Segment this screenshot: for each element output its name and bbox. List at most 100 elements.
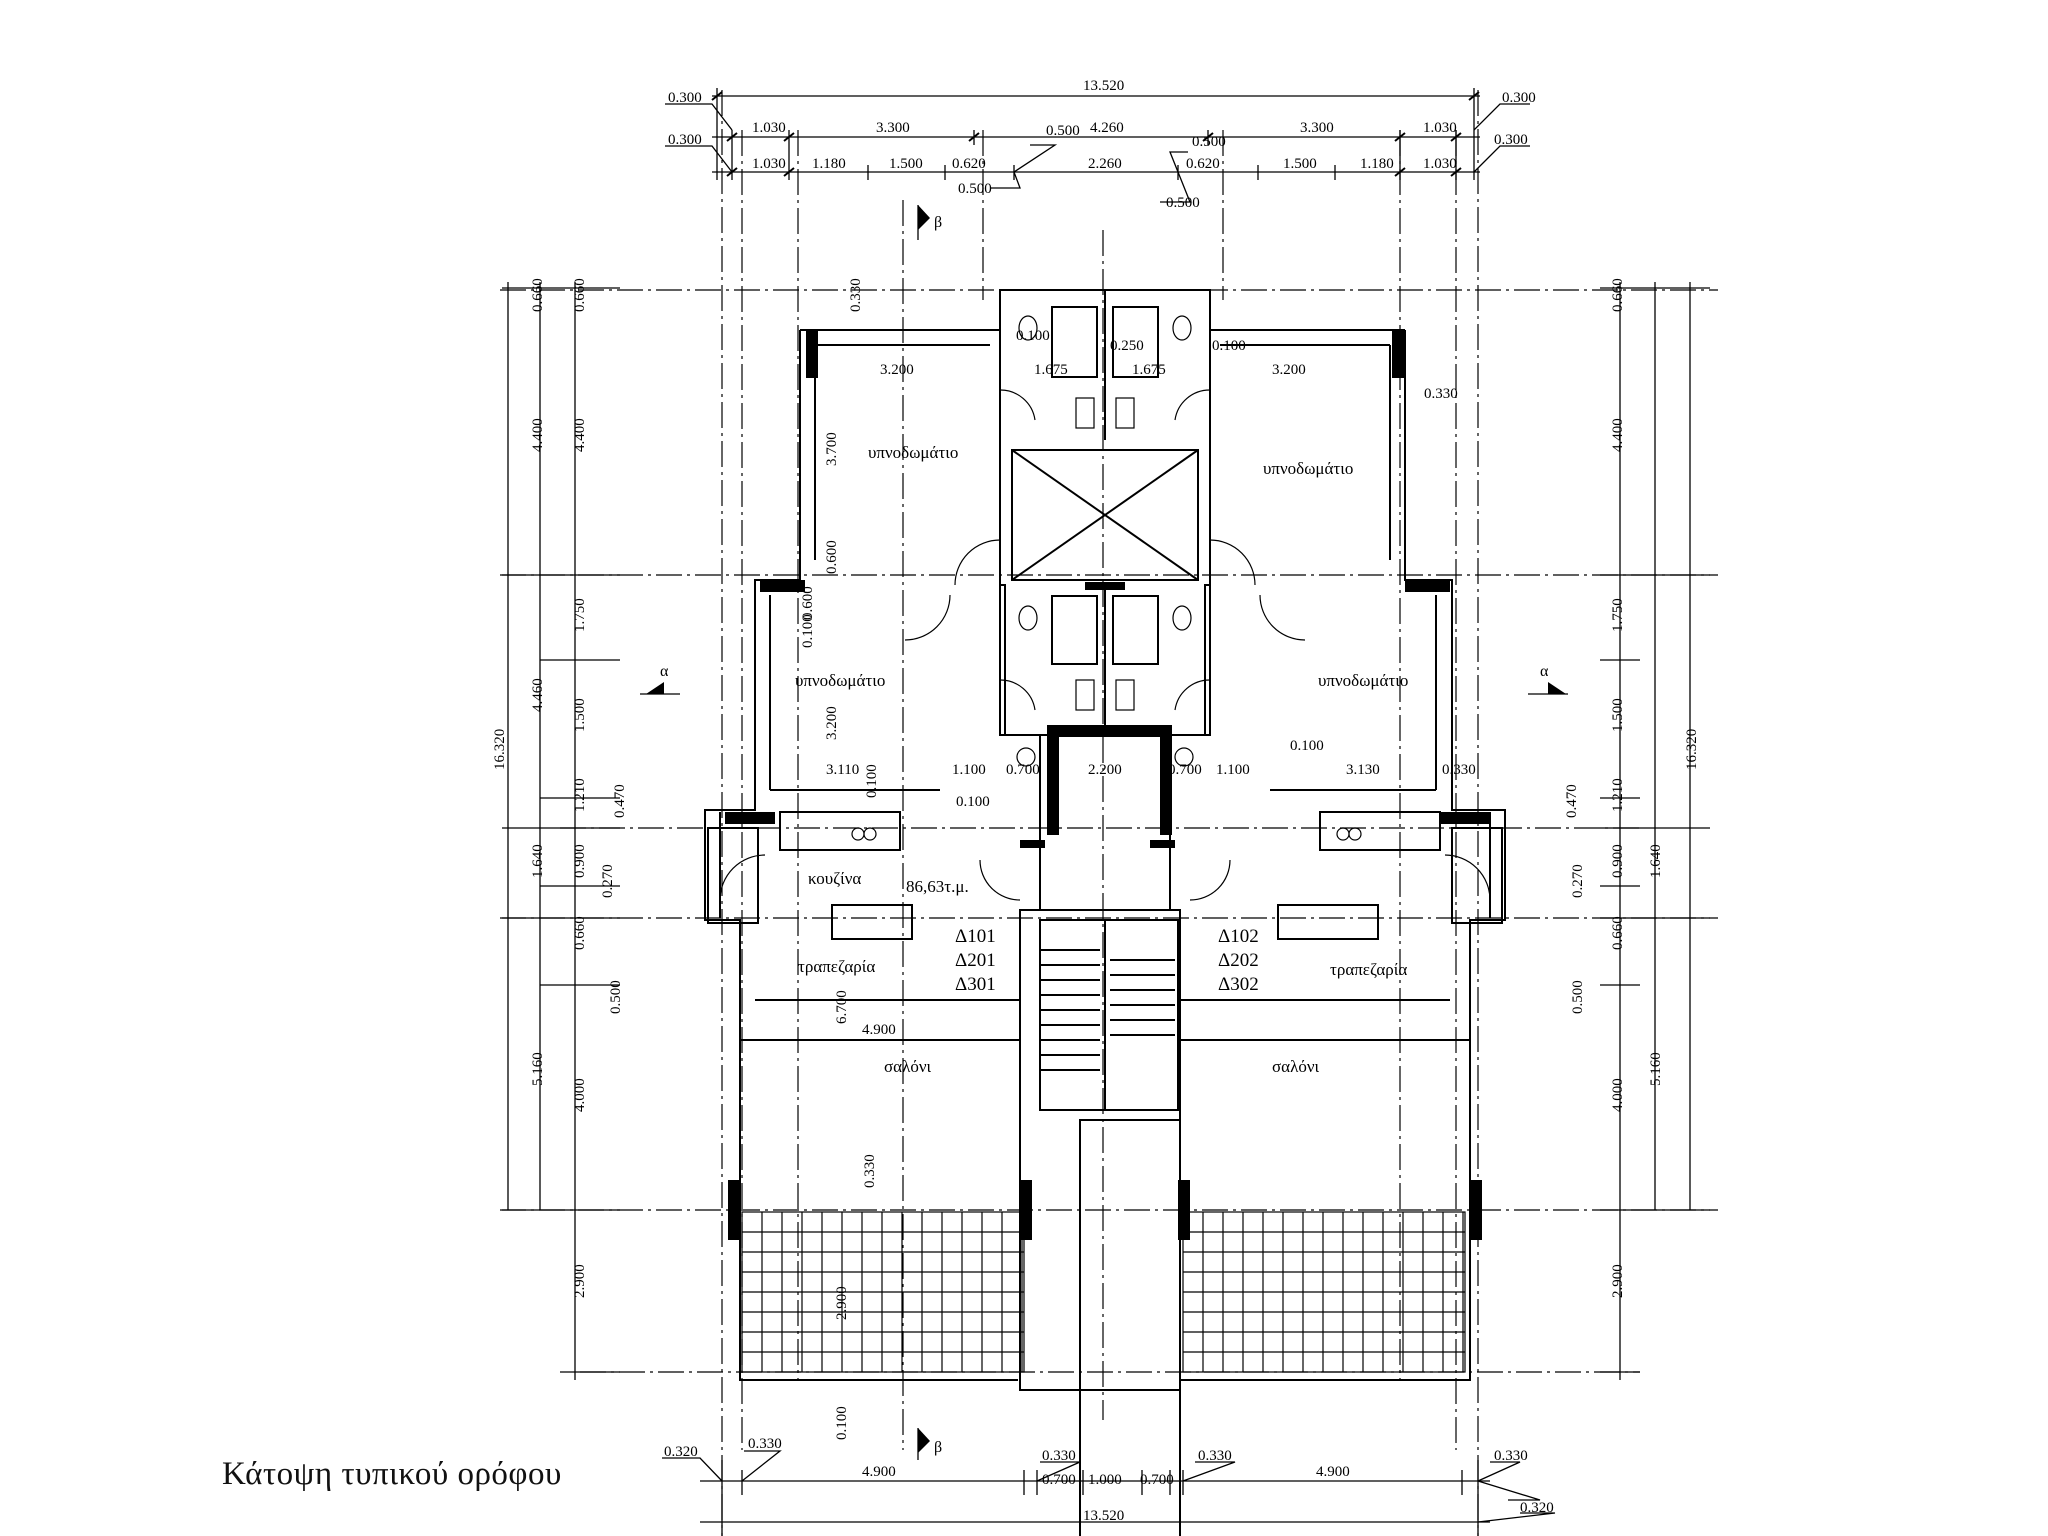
dim-right-outer: 1.210 xyxy=(1610,778,1626,812)
dim-left-small: 0.500 xyxy=(608,980,624,1014)
dim-bottom: 4.900 xyxy=(862,1464,896,1480)
dim-left-inner: 1.750 xyxy=(572,598,588,632)
dim-int: 3.200 xyxy=(880,362,914,378)
dim-top-r2: 2.260 xyxy=(1088,156,1122,172)
dim-int: 0.100 xyxy=(800,614,816,648)
dim-bottom: 4.900 xyxy=(1316,1464,1350,1480)
dim-int: 1.100 xyxy=(1216,762,1250,778)
dim-top-total: 13.520 xyxy=(1083,78,1124,94)
svg-text:β: β xyxy=(934,214,942,231)
sanitary-fixtures xyxy=(851,315,1362,841)
dim-right-outer: 4.000 xyxy=(1610,1078,1626,1112)
dim-top-small: 0.300 xyxy=(1494,132,1528,148)
dim-left-inner: 0.660 xyxy=(572,278,588,312)
dim-int: 3.200 xyxy=(1272,362,1306,378)
dim-top-small: 0.500 xyxy=(1166,195,1200,211)
section-beta-top: β xyxy=(917,205,942,240)
dim-right-small: 0.470 xyxy=(1564,784,1580,818)
dim-right-outer: 0.660 xyxy=(1610,916,1626,950)
dim-top-r2: 1.500 xyxy=(1283,156,1317,172)
dim-left-small: 0.270 xyxy=(600,864,616,898)
room-label-bedroom-nw: υπνοδωμάτιο xyxy=(868,443,958,462)
dim-int: 0.100 xyxy=(864,764,880,798)
dim-int: 0.100 xyxy=(1290,738,1324,754)
svg-text:α: α xyxy=(660,663,669,680)
dim-int: 1.100 xyxy=(952,762,986,778)
dim-bottom: 0.330 xyxy=(1042,1448,1076,1464)
dim-left-outer: 1.640 xyxy=(530,844,546,878)
dim-bottom: 0.320 xyxy=(1520,1500,1554,1516)
unit-codes: Δ101 Δ201 Δ301 Δ102 Δ202 Δ302 xyxy=(955,926,1259,995)
dim-left-total: 16.320 xyxy=(492,729,508,770)
dim-right-outer: 0.660 xyxy=(1610,278,1626,312)
dim-right-total: 16.320 xyxy=(1684,729,1700,770)
unit-code-west-2: Δ201 xyxy=(955,950,996,971)
door-swings xyxy=(719,389,1491,901)
unit-code-west-3: Δ301 xyxy=(955,974,996,995)
dim-top-r2: 0.620 xyxy=(1186,156,1220,172)
dim-int: 0.330 xyxy=(1442,762,1476,778)
dim-int: 0.100 xyxy=(1016,328,1050,344)
dim-top-r1: 4.260 xyxy=(1090,120,1124,136)
section-marks: β β α α xyxy=(640,205,1568,1460)
room-label-living-e: σαλόνι xyxy=(1272,1057,1320,1076)
dim-top-r2: 1.180 xyxy=(1360,156,1394,172)
dim-right-inner: 5.160 xyxy=(1648,1052,1664,1086)
room-label-bedroom-ne: υπνοδωμάτιο xyxy=(1263,459,1353,478)
room-label-bedroom-e: υπνοδωμάτιο xyxy=(1318,671,1408,690)
dim-left-outer: 5.160 xyxy=(530,1052,546,1086)
room-label-living-w: σαλόνι xyxy=(884,1057,932,1076)
dim-right-outer: 2.900 xyxy=(1610,1264,1626,1298)
dim-int: 1.675 xyxy=(1132,362,1166,378)
dimension-texts: 13.520 1.030 3.300 4.260 3.300 1.030 1.0… xyxy=(492,78,1700,1524)
dim-bottom: 1.000 xyxy=(1088,1472,1122,1488)
dim-int: 3.200 xyxy=(824,706,840,740)
dim-int: 3.110 xyxy=(826,762,859,778)
dim-int: 0.700 xyxy=(1006,762,1040,778)
dim-right-small: 0.270 xyxy=(1570,864,1586,898)
unit-area-label: 86,63τ.μ. xyxy=(906,877,969,896)
dim-top-small: 0.500 xyxy=(1046,123,1080,139)
dim-top-r1: 3.300 xyxy=(1300,120,1334,136)
dim-int: 0.100 xyxy=(1212,338,1246,354)
svg-text:β: β xyxy=(934,1439,942,1456)
dim-int: 2.900 xyxy=(834,1286,850,1320)
dim-right-small: 0.500 xyxy=(1570,980,1586,1014)
room-label-bedroom-w: υπνοδωμάτιο xyxy=(795,671,885,690)
dim-int: 6.700 xyxy=(834,990,850,1024)
dim-bottom: 0.330 xyxy=(1198,1448,1232,1464)
dim-left-inner: 1.500 xyxy=(572,698,588,732)
dim-top-r1: 1.030 xyxy=(1423,120,1457,136)
dim-bottom: 0.320 xyxy=(664,1444,698,1460)
dim-right-outer: 4.400 xyxy=(1610,418,1626,452)
dim-left-outer: 4.460 xyxy=(530,678,546,712)
dim-int: 0.330 xyxy=(848,278,864,312)
dim-top-r2: 0.620 xyxy=(952,156,986,172)
dim-bottom: 0.330 xyxy=(1494,1448,1528,1464)
dim-left-small: 0.470 xyxy=(612,784,628,818)
dim-right-inner: 1.640 xyxy=(1648,844,1664,878)
dim-bottom-total: 13.520 xyxy=(1083,1508,1124,1524)
dim-left-outer: 4.400 xyxy=(530,418,546,452)
unit-code-east-3: Δ302 xyxy=(1218,974,1259,995)
dim-int: 0.100 xyxy=(834,1406,850,1440)
dim-int: 3.700 xyxy=(824,432,840,466)
dim-top-small: 0.300 xyxy=(1502,90,1536,106)
structural-columns xyxy=(725,330,1490,1240)
dim-top-r1: 3.300 xyxy=(876,120,910,136)
dim-int: 0.700 xyxy=(1168,762,1202,778)
section-alpha-left: α xyxy=(640,663,680,695)
dim-bottom: 0.700 xyxy=(1042,1472,1076,1488)
dim-top-r2: 1.180 xyxy=(812,156,846,172)
dim-top-small: 0.500 xyxy=(958,181,992,197)
svg-text:α: α xyxy=(1540,663,1549,680)
dim-int: 1.675 xyxy=(1034,362,1068,378)
dim-left-outer: 0.660 xyxy=(530,278,546,312)
dim-top-small: 0.500 xyxy=(1192,134,1226,150)
dim-int: 0.600 xyxy=(800,586,816,620)
dim-right-outer: 1.500 xyxy=(1610,698,1626,732)
dim-bottom: 0.330 xyxy=(748,1436,782,1452)
dim-top-small: 0.300 xyxy=(668,90,702,106)
dim-left-inner: 4.400 xyxy=(572,418,588,452)
room-labels: υπνοδωμάτιο υπνοδωμάτιο υπνοδωμάτιο υπνο… xyxy=(795,443,1408,1076)
